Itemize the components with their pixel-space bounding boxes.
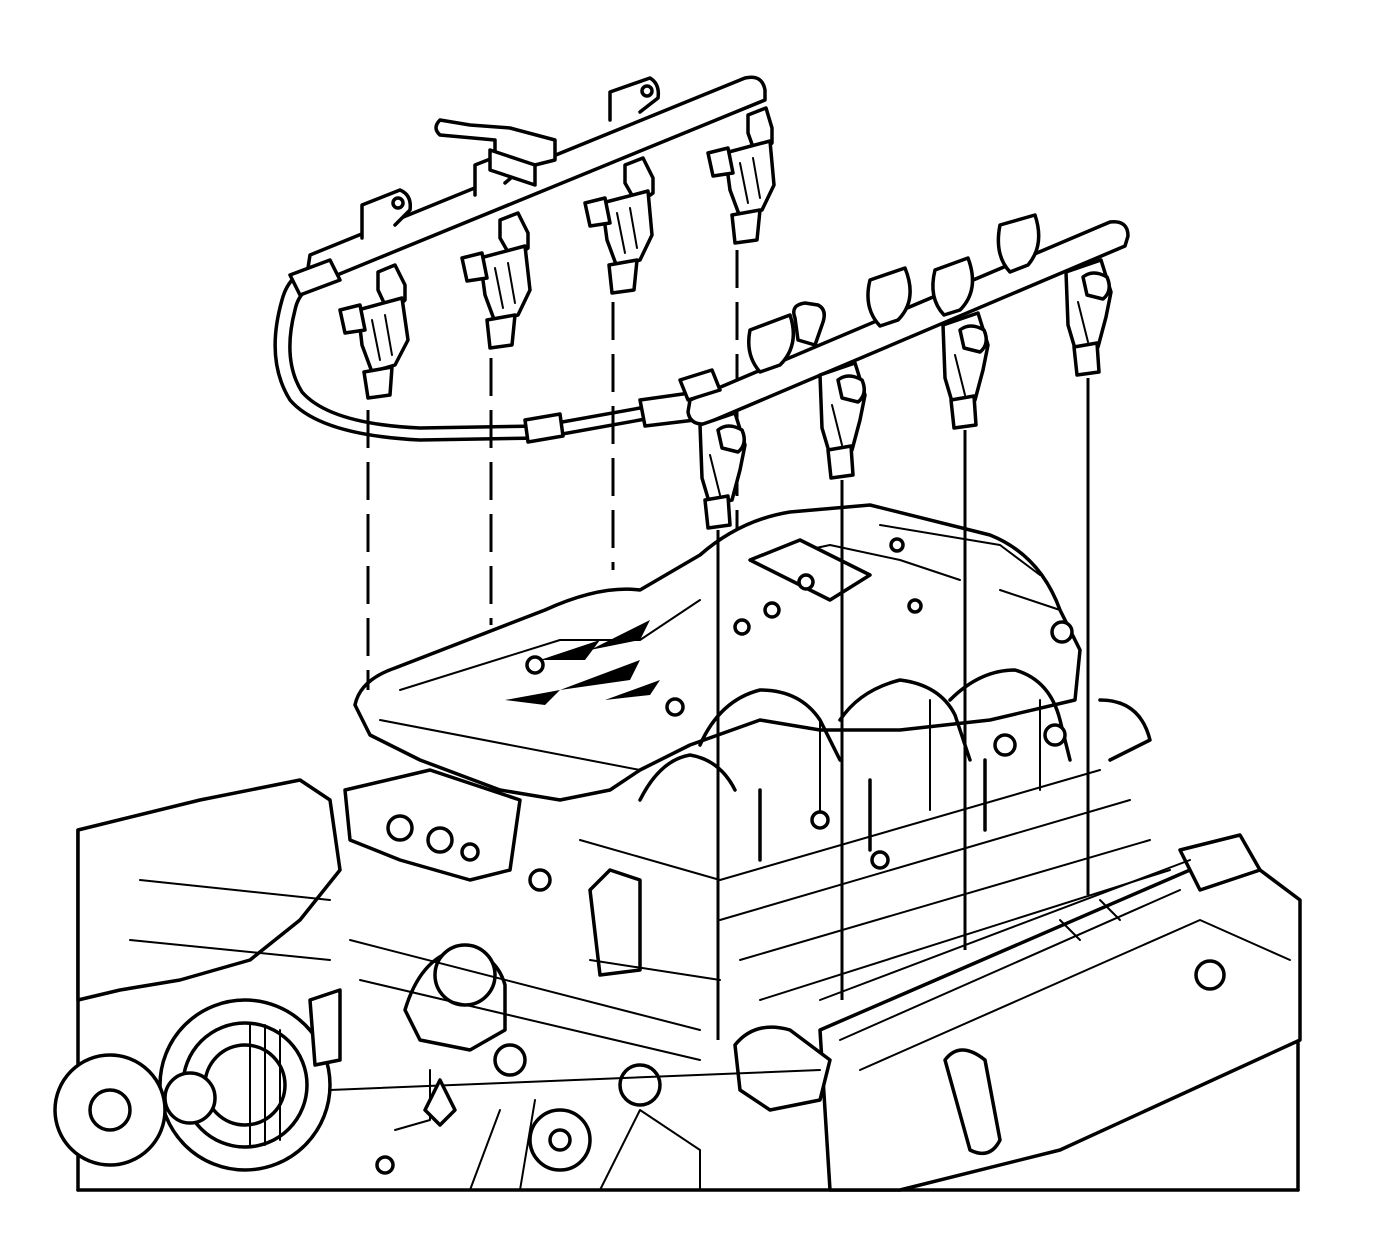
intake-runners: [638, 668, 1152, 862]
fuel-injector-right-4: [1064, 258, 1113, 377]
front-accessory-drive: [53, 778, 832, 1191]
engine-assembly: [53, 503, 1302, 1192]
fuel-injector-left-1: [338, 263, 410, 400]
throttle-body: [343, 768, 552, 892]
fuel-injector-left-4: [706, 106, 776, 245]
fuel-injector-left-2: [460, 211, 532, 350]
fuel-injector-left-3: [583, 156, 655, 295]
fuel-injector-right-1: [698, 411, 747, 530]
crossover-fuel-line: [273, 258, 697, 444]
fuel-injector-right-3: [941, 311, 990, 430]
fuel-rail-left: [305, 75, 776, 400]
right-bank-leader-lines: [716, 378, 1090, 1040]
fuel-injector-right-2: [818, 361, 867, 480]
valve-cover: [818, 833, 1302, 1192]
fuel-rail-right: [678, 213, 1130, 530]
